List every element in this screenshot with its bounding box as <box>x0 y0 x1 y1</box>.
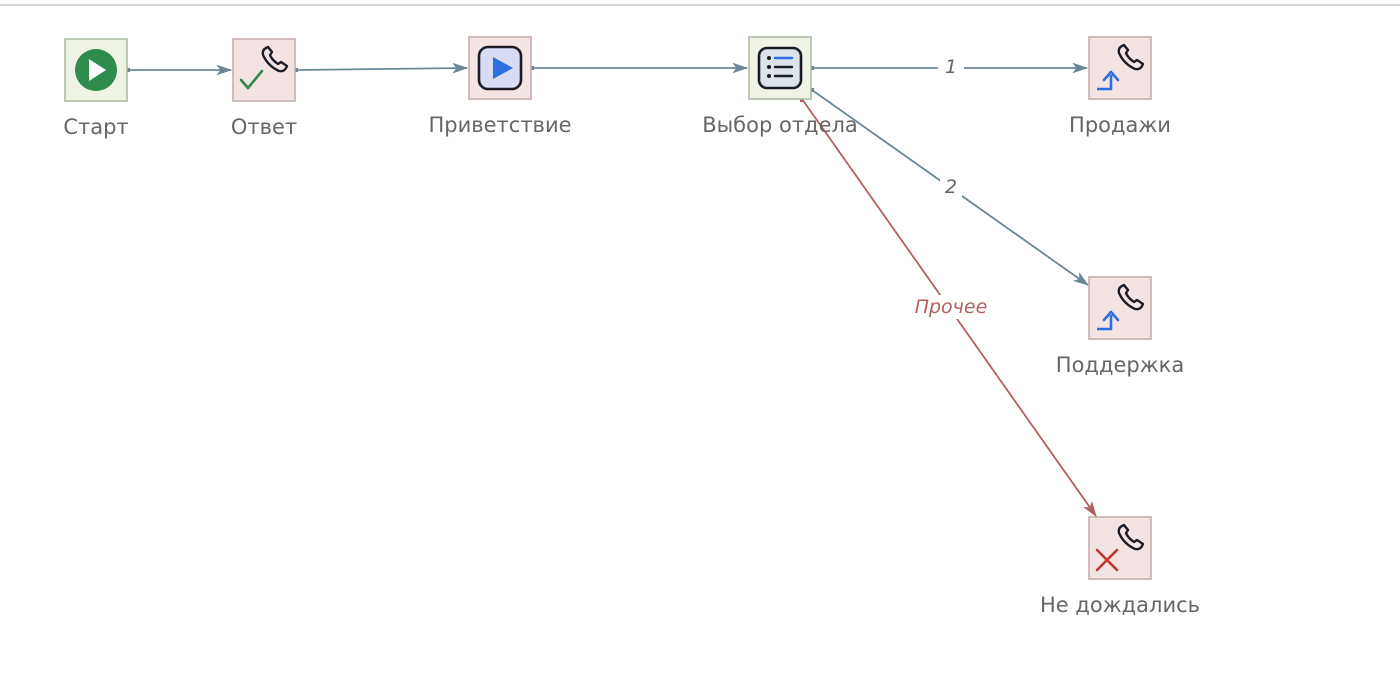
node-label-greeting: Приветствие <box>428 113 571 137</box>
node-label-support: Поддержка <box>1056 353 1184 377</box>
edge-menu-sales[interactable]: 1 <box>811 56 1089 78</box>
edge-answer-greeting[interactable] <box>295 62 469 74</box>
node-abandoned[interactable]: Не дождались <box>1040 516 1200 617</box>
node-label-abandoned: Не дождались <box>1040 593 1200 617</box>
edge-label-sales: 1 <box>945 56 957 78</box>
edge-label-support: 2 <box>945 176 957 198</box>
phone-hangup-icon <box>1095 523 1145 572</box>
node-label-answer: Ответ <box>231 115 297 139</box>
menu-list-icon <box>757 46 803 90</box>
phone-transfer-icon <box>1097 283 1145 331</box>
node-greeting[interactable]: Приветствие <box>428 36 572 137</box>
edge-greeting-menu[interactable] <box>531 62 749 74</box>
node-label-sales: Продажи <box>1069 113 1171 137</box>
node-start[interactable]: Старт <box>63 38 129 139</box>
node-menu[interactable]: Выбор отдела <box>702 36 858 137</box>
play-circle-icon <box>75 49 117 91</box>
play-media-icon <box>477 45 523 91</box>
top-divider <box>0 4 1400 6</box>
edges: 1 2 Прочее <box>127 56 1097 518</box>
edge-label-other: Прочее <box>915 296 988 318</box>
edge-menu-support[interactable]: 2 <box>810 88 1090 286</box>
node-label-menu: Выбор отдела <box>702 113 858 137</box>
phone-transfer-icon <box>1097 43 1145 91</box>
node-sales[interactable]: Продажи <box>1069 36 1171 137</box>
node-support[interactable]: Поддержка <box>1056 276 1184 377</box>
node-label-start: Старт <box>63 115 128 139</box>
node-answer[interactable]: Ответ <box>231 38 297 139</box>
edge-menu-abandoned[interactable]: Прочее <box>800 98 1097 518</box>
edge-start-answer[interactable] <box>127 64 233 76</box>
phone-answer-icon <box>239 45 289 90</box>
